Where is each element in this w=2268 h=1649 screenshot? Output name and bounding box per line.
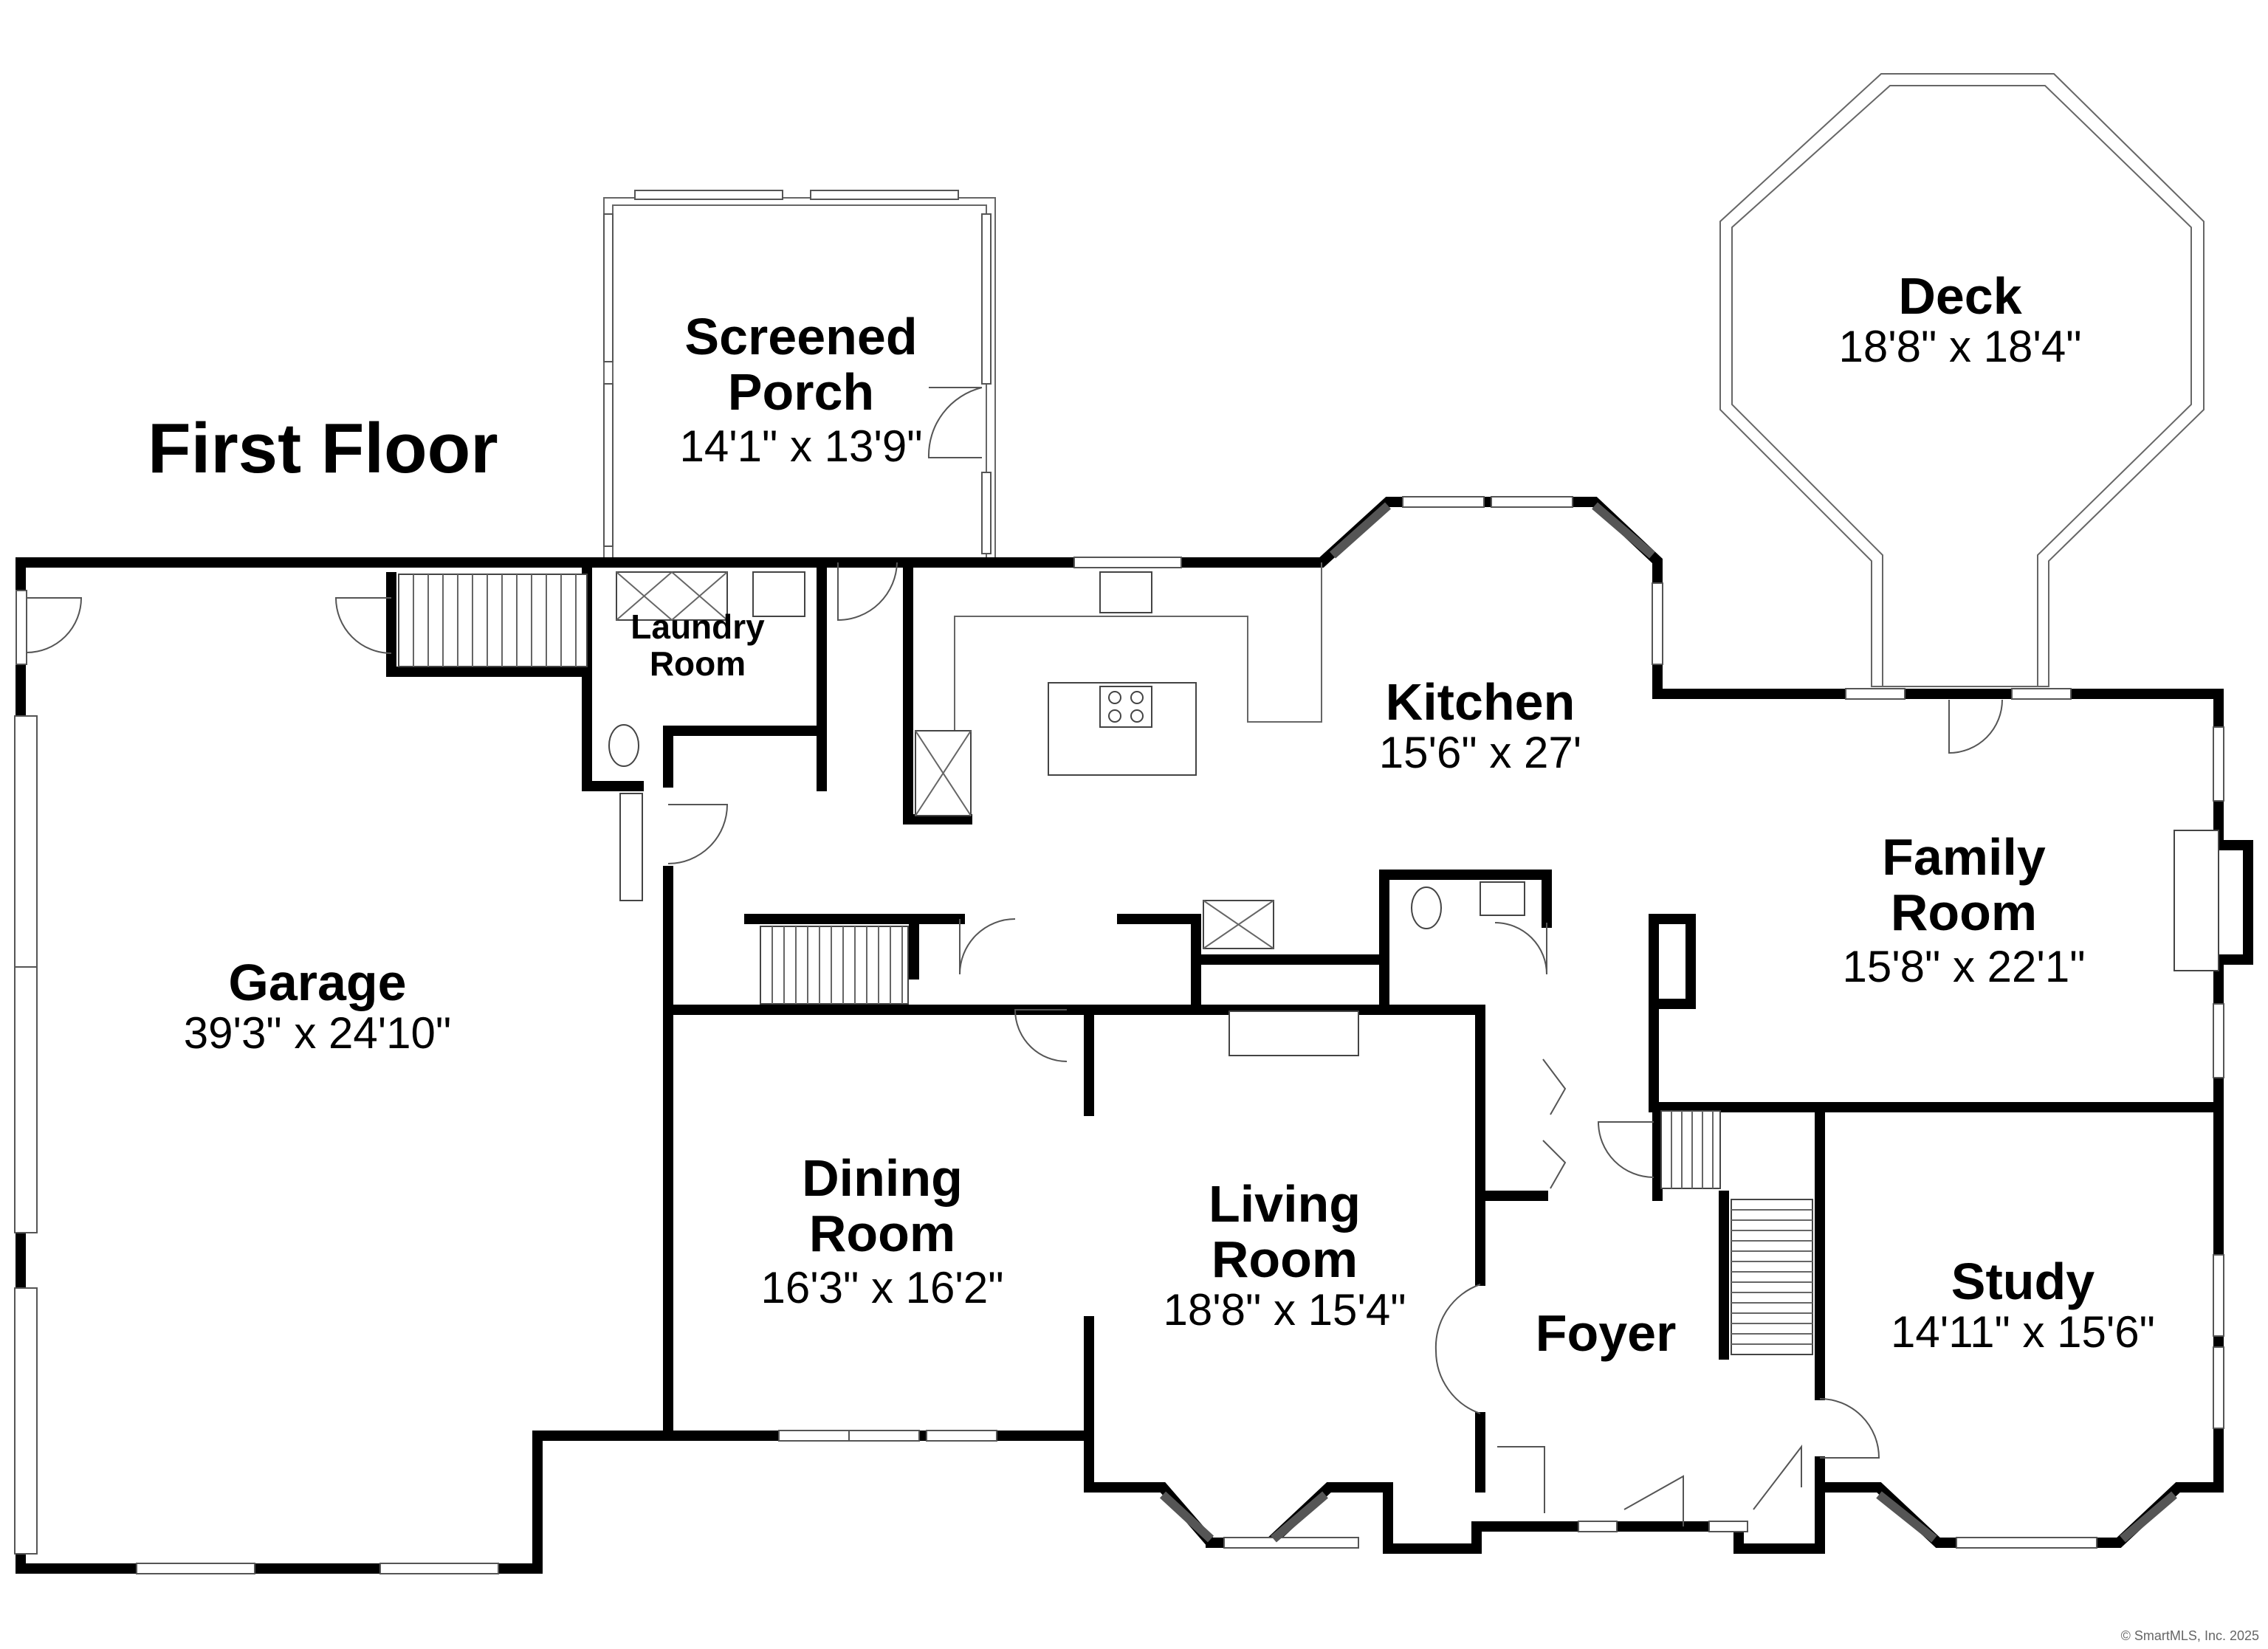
room-dimensions: 18'8" x 18'4" xyxy=(1838,322,2081,371)
fixtures xyxy=(608,562,2219,1056)
room-foyer: Foyer xyxy=(1536,1304,1677,1362)
room-name: Room xyxy=(1891,884,2037,941)
stair-treads xyxy=(772,926,903,1004)
stair-treads xyxy=(1671,1111,1714,1188)
room-garage: Garage 39'3" x 24'10" xyxy=(184,954,451,1058)
room-dimensions: 39'3" x 24'10" xyxy=(184,1008,451,1058)
room-screened-porch: Screened Porch 14'1" x 13'9" xyxy=(679,308,922,471)
deck-outline xyxy=(1719,73,2205,687)
stair-treads xyxy=(413,574,577,667)
room-name: Porch xyxy=(728,363,874,421)
room-name: Screened xyxy=(684,308,917,365)
room-name: Garage xyxy=(228,954,406,1011)
room-name: Foyer xyxy=(1536,1304,1677,1362)
room-dimensions: 18'8" x 15'4" xyxy=(1163,1285,1406,1335)
room-laundry: Laundry Room xyxy=(630,607,765,683)
room-name: Room xyxy=(650,644,746,683)
floor-title: First Floor xyxy=(148,409,498,488)
room-family-room: Family Room 15'8" x 22'1" xyxy=(1842,828,2085,991)
room-dimensions: 15'6" x 27' xyxy=(1379,728,1581,777)
room-name: Kitchen xyxy=(1386,673,1575,731)
room-deck: Deck 18'8" x 18'4" xyxy=(1838,267,2081,371)
room-name: Room xyxy=(1212,1230,1358,1288)
room-name: Study xyxy=(1951,1253,2095,1310)
screened-porch-outline xyxy=(603,190,996,562)
room-kitchen: Kitchen 15'6" x 27' xyxy=(1379,673,1581,777)
room-name: Living xyxy=(1209,1175,1361,1233)
stairs xyxy=(398,574,1813,1355)
room-dimensions: 14'1" x 13'9" xyxy=(679,421,922,471)
doors xyxy=(26,562,2003,1526)
room-name: Deck xyxy=(1898,267,2021,325)
stair-treads xyxy=(1731,1209,1812,1345)
windows xyxy=(14,496,2224,1574)
room-dimensions: 16'3" x 16'2" xyxy=(760,1263,1003,1312)
room-name: Laundry xyxy=(630,607,765,646)
room-dimensions: 15'8" x 22'1" xyxy=(1842,942,2085,991)
room-name: Dining xyxy=(802,1149,963,1207)
room-dining-room: Dining Room 16'3" x 16'2" xyxy=(760,1149,1003,1312)
room-dimensions: 14'11" x 15'6" xyxy=(1891,1307,2155,1357)
room-study: Study 14'11" x 15'6" xyxy=(1891,1253,2155,1357)
copyright-text: © SmartMLS, Inc. 2025 xyxy=(2121,1628,2259,1643)
room-name: Room xyxy=(809,1205,955,1262)
room-living-room: Living Room 18'8" x 15'4" xyxy=(1163,1175,1406,1335)
room-name: Family xyxy=(1882,828,2046,886)
